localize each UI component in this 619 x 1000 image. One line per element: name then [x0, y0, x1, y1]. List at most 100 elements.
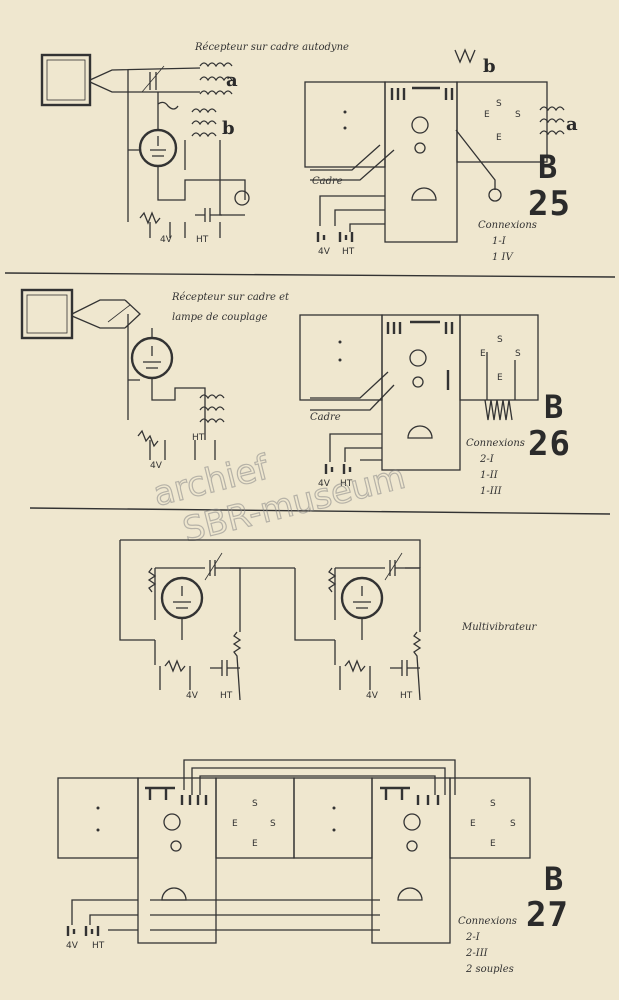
- panel26-ht-label: HT: [340, 479, 353, 489]
- terminal-e2-27a: E: [252, 839, 258, 849]
- rheostat-26: [137, 429, 159, 448]
- terminal-s-27a: S: [252, 799, 258, 809]
- multi-right-4v: 4V: [366, 691, 379, 701]
- panel-headphone-icon: [488, 188, 502, 202]
- fig26-b-letter: B: [544, 388, 564, 426]
- valve-tube: [138, 128, 178, 168]
- multi-title: Multivibrateur: [461, 622, 537, 633]
- panel27-box4: [293, 777, 373, 859]
- fig27-b-letter: B: [544, 860, 564, 898]
- panel-coil-b-label: b: [483, 56, 496, 77]
- panel27-box6: [449, 777, 531, 859]
- divider-1: [4, 272, 616, 278]
- fig27-number: 27: [526, 895, 569, 935]
- terminal-e2-27b: E: [490, 839, 496, 849]
- terminal-s2-25: S: [515, 110, 521, 120]
- fig25-connexion-1: 1-I: [492, 236, 507, 247]
- panel-left-box: [304, 81, 386, 168]
- fig25-cadre-label: Cadre: [312, 176, 343, 187]
- frame-aerial: [40, 53, 92, 107]
- coil-a-label: a: [226, 70, 238, 91]
- multi-left-4v: 4V: [186, 691, 199, 701]
- fig26-connexion-1: 2-I: [479, 454, 495, 465]
- coil-b: [191, 108, 217, 138]
- panel26-coil: [484, 399, 513, 421]
- flex-links: [183, 759, 456, 795]
- fig25-connexion-2: 1 IV: [492, 252, 514, 263]
- panel26-right-box: [459, 314, 539, 401]
- interconnect-wires: [71, 899, 380, 931]
- battery-27: [66, 926, 100, 936]
- aerial-leads: [89, 67, 201, 93]
- multi-left-ht: HT: [220, 691, 233, 701]
- resistor-left: [147, 567, 157, 593]
- capacitor: [195, 208, 222, 222]
- panel27-box5: [371, 777, 451, 944]
- panel-right-box: [456, 81, 548, 163]
- figure-26: Récepteur sur cadre et lampe de couplage…: [20, 288, 571, 497]
- variable-capacitor: [141, 65, 165, 93]
- coil-a: [199, 62, 233, 96]
- resistor-right: [327, 567, 337, 593]
- terminal-strip: [390, 86, 454, 100]
- fig25-b-letter: B: [538, 148, 558, 186]
- fig25-4v-label: 4V: [160, 235, 173, 245]
- terminal-e-27b: E: [470, 819, 476, 829]
- panel27-box1: [57, 777, 139, 859]
- fig27-connexions-label: Connexions: [458, 916, 517, 927]
- fig27-connexion-1: 2-I: [465, 932, 481, 943]
- panel-coil-a: [539, 106, 565, 136]
- terminal-e2-26: E: [497, 373, 503, 383]
- terminal-e2-25: E: [496, 133, 502, 143]
- battery: [316, 232, 354, 242]
- fig27-connexion-3: 2 souples: [465, 964, 514, 975]
- fig26-cadre-label: Cadre: [310, 412, 341, 423]
- terminal-s2-27a: S: [270, 819, 276, 829]
- dial: [411, 187, 437, 201]
- fig26-title-line2: lampe de couplage: [172, 312, 268, 323]
- terminal-s-25: S: [496, 99, 502, 109]
- fig26-ht-label: HT: [192, 433, 205, 443]
- panel-coil-a-label: a: [566, 114, 578, 135]
- figure-27: S E S E S E S E 4V HT B 27 Connexions 2-…: [57, 759, 569, 975]
- panel26-center-box: [381, 314, 461, 471]
- frame-aerial-26: [20, 288, 74, 340]
- reaction-coil: [157, 101, 179, 110]
- valve-tube-26: [130, 336, 174, 380]
- fig27-4v-label: 4V: [66, 941, 79, 951]
- fig26-4v-label: 4V: [150, 461, 163, 471]
- fig26-number: 26: [528, 424, 571, 464]
- terminal-e-26: E: [480, 349, 486, 359]
- terminal-e-27a: E: [232, 819, 238, 829]
- coupling-coil: [199, 394, 225, 424]
- fig25-ht-label: HT: [196, 235, 209, 245]
- fig25-title: Récepteur sur cadre autodyne: [194, 42, 349, 53]
- multi-right-ht: HT: [400, 691, 413, 701]
- valve-right: [340, 576, 384, 620]
- terminal-s-27b: S: [490, 799, 496, 809]
- terminal-s2-27b: S: [510, 819, 516, 829]
- fig25-number: 25: [528, 184, 571, 224]
- panel26-left-box: [299, 314, 383, 401]
- valve-left: [160, 576, 204, 620]
- fig27-connexion-2: 2-III: [465, 948, 489, 959]
- terminal-e-25: E: [484, 110, 490, 120]
- fig26-connexion-3: 1-III: [480, 486, 503, 497]
- valve-socket: [411, 116, 429, 134]
- fig26-title-line1: Récepteur sur cadre et: [171, 292, 290, 303]
- divider-2: [29, 507, 611, 515]
- figure-multivibrateur: Multivibrateur 4V HT 4V HT: [119, 539, 537, 701]
- panel26-4v-label: 4V: [318, 479, 331, 489]
- watermark: archief SBR-museum: [149, 447, 410, 551]
- panel-4v-label: 4V: [318, 247, 331, 257]
- rheostat: [139, 211, 161, 225]
- panel-ht-label: HT: [342, 247, 355, 257]
- figure-25: Récepteur sur cadre autodyne a b 4V HT: [40, 42, 578, 263]
- panel-coil-b: [454, 48, 476, 64]
- terminal-s2-26: S: [515, 349, 521, 359]
- panel-center-box: [384, 81, 458, 243]
- terminal-s-26: S: [497, 335, 503, 345]
- headphone-icon: [234, 190, 250, 206]
- panel27-box2: [137, 777, 217, 944]
